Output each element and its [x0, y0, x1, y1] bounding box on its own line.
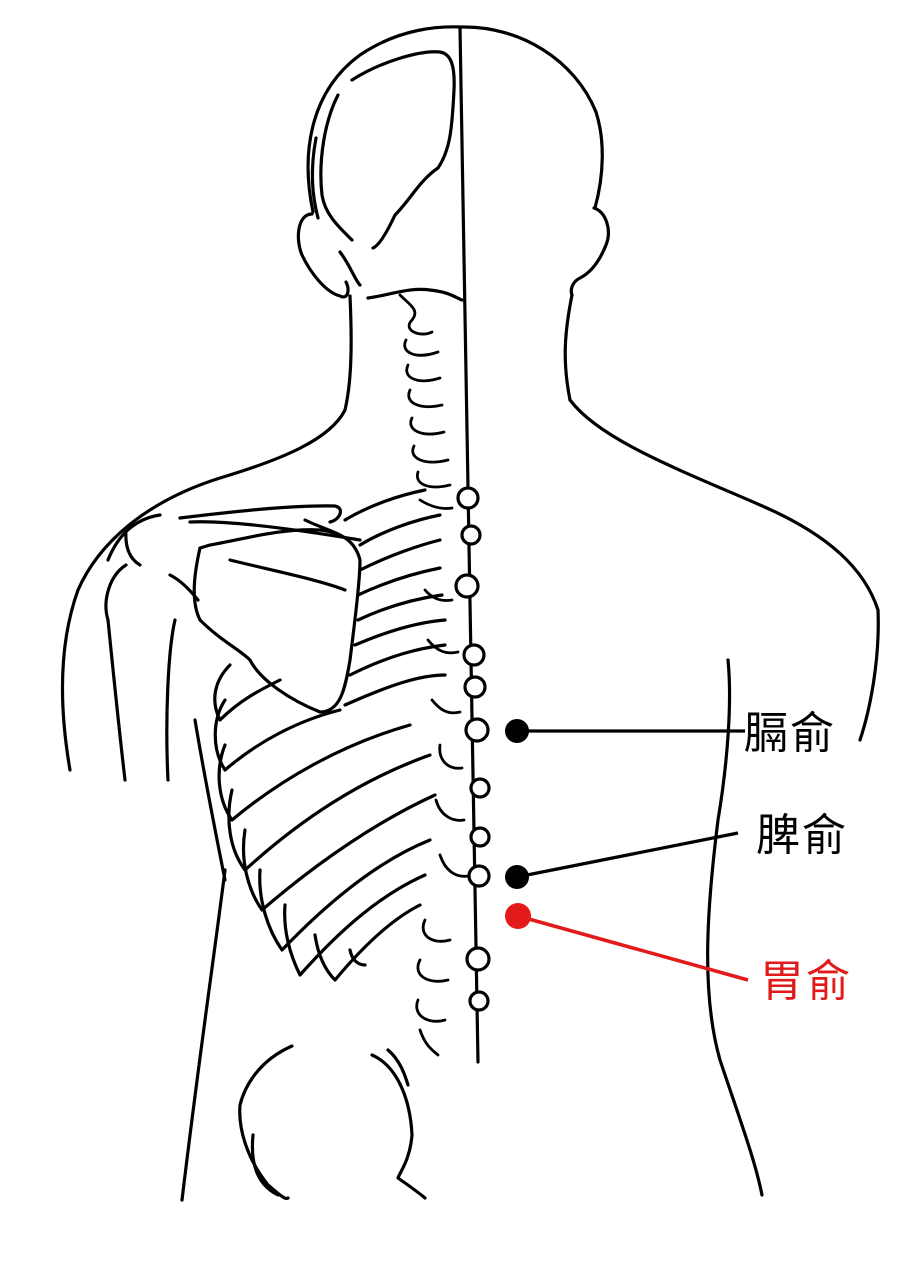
acupoint-pishu[interactable] [505, 831, 739, 889]
acupoint-dot-geshu[interactable] [505, 719, 529, 743]
vertebra-marker [468, 990, 490, 1012]
label-pishu: 脾俞 [756, 810, 848, 861]
vertebra-marker [469, 826, 491, 848]
ribs [213, 488, 447, 982]
vertebra-marker [464, 717, 490, 743]
vertebra-marker [469, 777, 491, 799]
vertebra-marker [465, 946, 491, 972]
vertebra-marker [460, 524, 482, 546]
head-outline [296, 25, 610, 302]
vertebra-marker [462, 643, 486, 667]
acupoint-dot-pishu[interactable] [505, 865, 529, 889]
body-outline [60, 293, 880, 1202]
acupoint-weishu[interactable] [505, 903, 749, 982]
acupoint-geshu[interactable] [505, 719, 745, 743]
scapula [104, 504, 362, 782]
vertebra-marker [463, 675, 487, 699]
label-weishu: 胃俞 [760, 956, 852, 1007]
vertebra-marker [456, 486, 480, 510]
spine-processes [398, 293, 470, 1057]
acupoint-dot-weishu[interactable] [505, 903, 531, 929]
label-geshu: 膈俞 [744, 708, 836, 759]
vertebra-marker [467, 864, 491, 888]
pelvis [238, 1044, 427, 1201]
spine-markers [454, 486, 491, 1012]
vertebra-marker [454, 573, 480, 599]
